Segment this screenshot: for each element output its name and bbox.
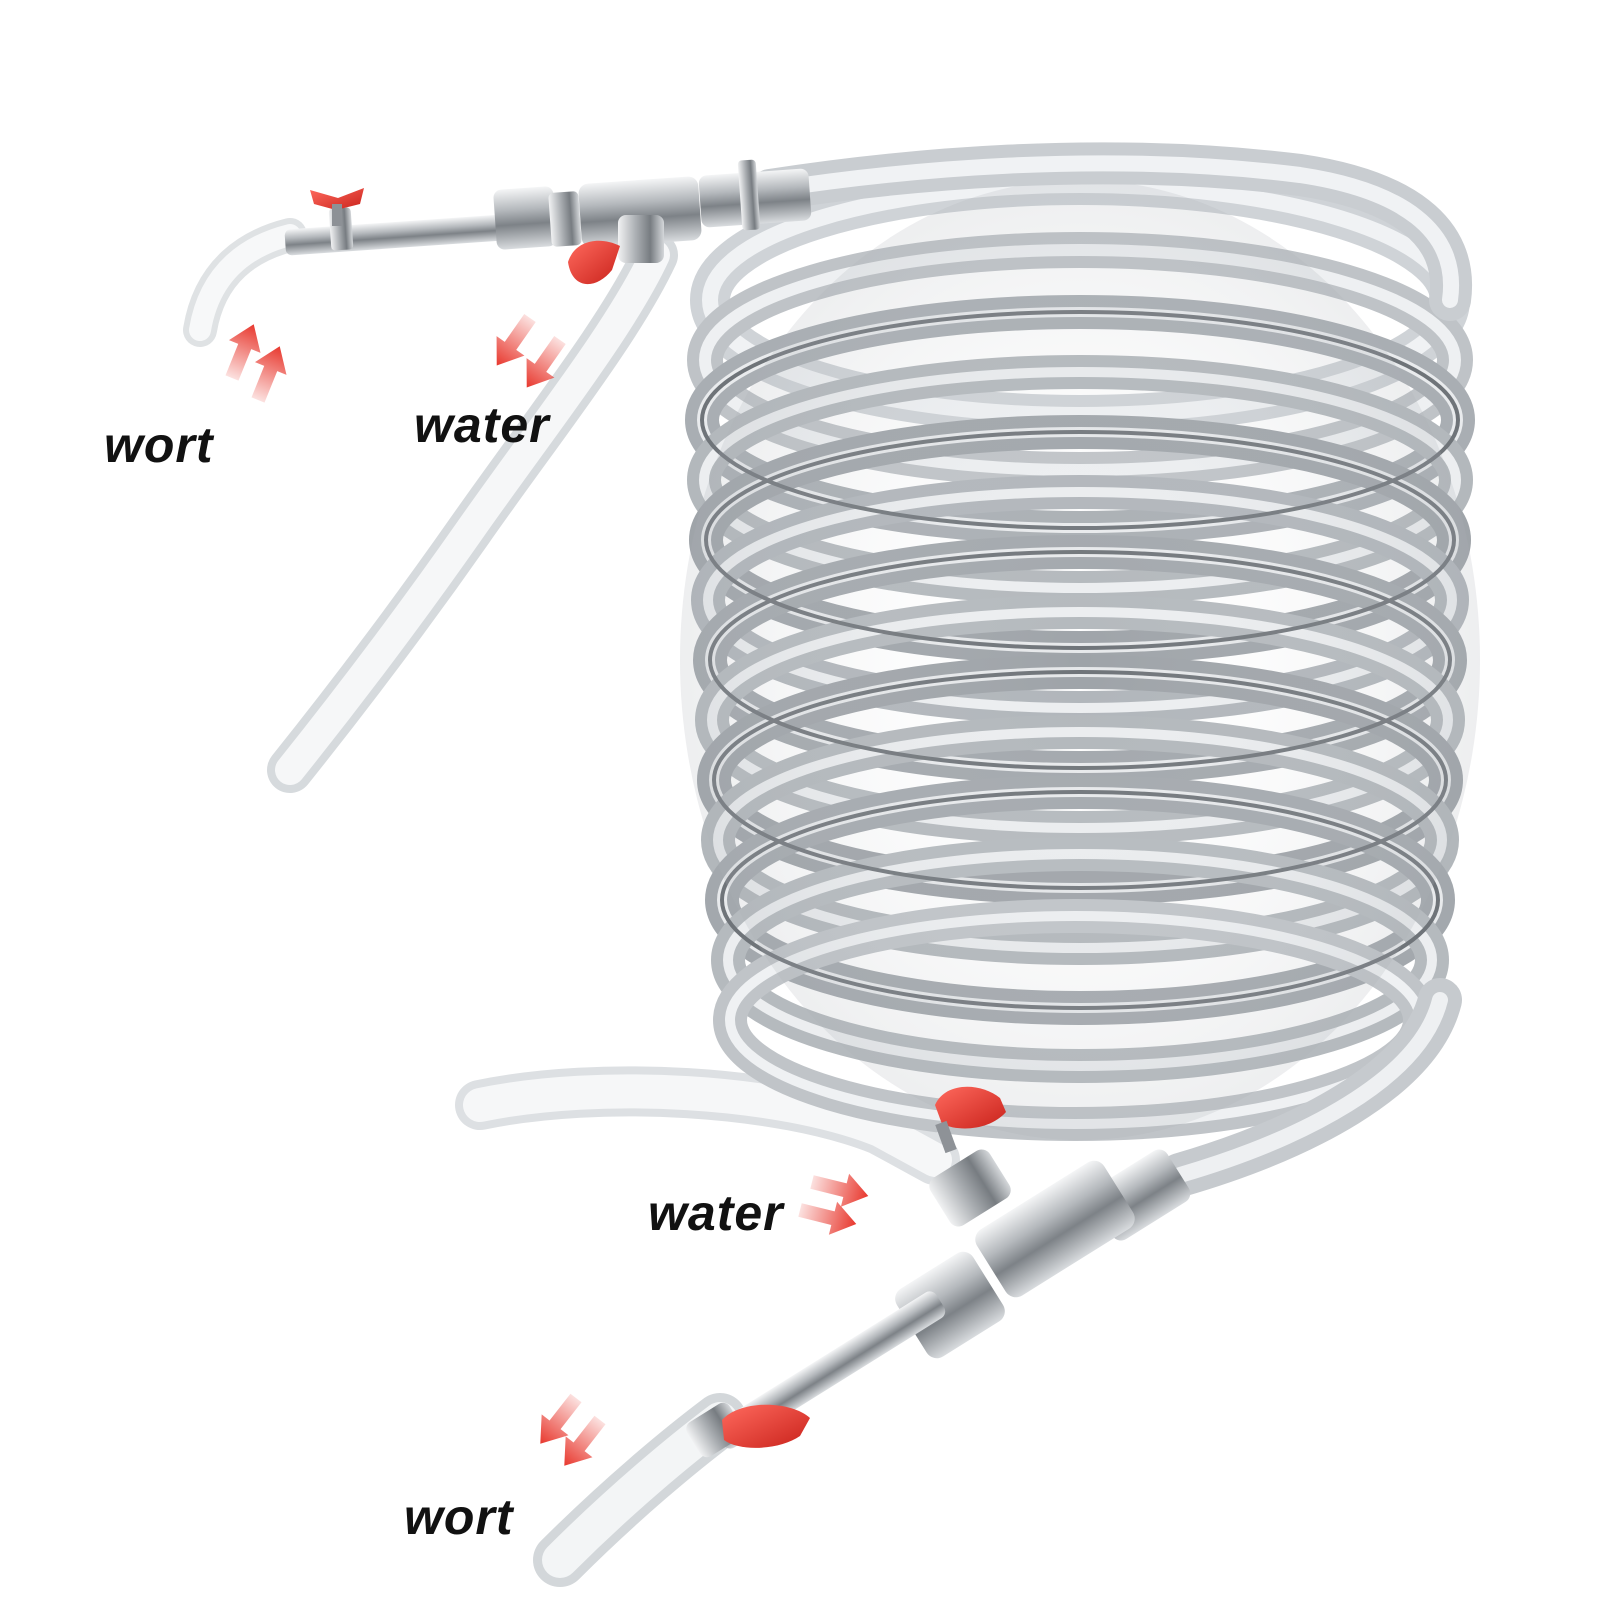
coil-lead: [749, 142, 1473, 321]
butterfly-valve-icon: [310, 188, 364, 226]
label-wort-bottom: wort: [404, 1489, 514, 1545]
double-arrow-icon: [216, 317, 296, 407]
coil: [680, 165, 1480, 1141]
label-water-bottom: water: [648, 1185, 784, 1241]
butterfly-valve-icon: [568, 240, 620, 285]
label-wort-top: wort: [104, 417, 214, 473]
double-arrow-icon: [526, 1387, 614, 1477]
double-arrow-icon: [795, 1165, 873, 1241]
hose-water-bottom: [455, 1066, 960, 1185]
label-water-top: water: [414, 397, 550, 453]
butterfly-valve-icon: [722, 1404, 810, 1448]
hose-wort-top: [183, 218, 307, 347]
top-fitting: [284, 159, 812, 263]
butterfly-valve-icon: [935, 1086, 1006, 1154]
hose-water-top: [267, 232, 678, 793]
coil-tail: [1158, 978, 1462, 1197]
